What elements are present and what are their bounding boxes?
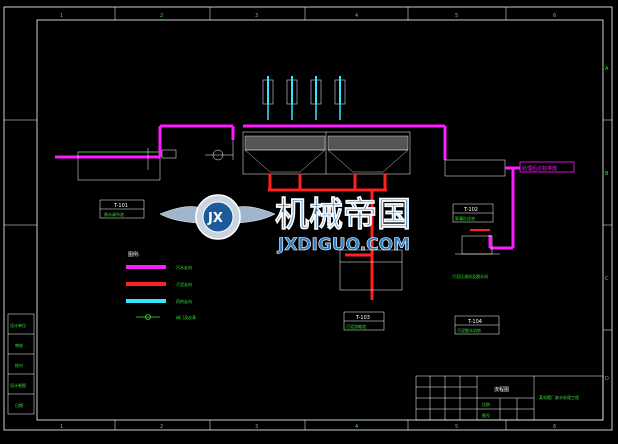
col-number-bottom-2: 2 [160,424,163,430]
dosing-tank-1 [262,76,274,120]
legend-label-sewage: 污水走向 [176,264,192,270]
svg-text:污泥浓缩池: 污泥浓缩池 [346,323,366,329]
lift-pump [205,140,234,161]
unit-label-t101: T-101 原水调节池 [99,199,145,219]
badge-text: JX [207,211,223,226]
legend: 图例: 污水走向 污泥走向 药剂走向 阀门及仪表 [126,251,196,320]
col-number-3: 3 [255,13,258,19]
inlet-section [55,124,235,181]
outlet-pipeline: 处理后达标排放 [444,159,575,250]
col-number-2: 2 [160,13,163,19]
sludge-concentration-tank [339,249,403,291]
svg-text:T-102: T-102 [463,207,478,213]
watermark-cn: 机械帝国 [275,195,411,235]
strip-label-1: 设计单位 [10,322,26,328]
row-letter-c: C [605,276,609,282]
col-number-1: 1 [60,13,63,19]
sheet-label: 图号 [482,412,490,418]
strip-label-5: 日期 [15,402,23,408]
outer-frame [3,6,613,431]
legend-title: 图例: [128,251,140,258]
legend-label-valve: 阀门及仪表 [176,314,196,320]
drawing-name: 流程图 [494,386,509,393]
legend-label-chemical: 药剂走向 [176,298,192,304]
col-number-bottom-4: 4 [355,424,358,430]
svg-text:原水调节池: 原水调节池 [104,211,124,217]
col-number-bottom-1: 1 [60,424,63,430]
col-number-bottom-5: 5 [455,424,458,430]
title-block: 流程图 某电镀厂废水处理工程 比例 图号 [415,375,604,421]
row-letter-b: B [605,171,609,177]
scale-label: 比例 [482,401,490,407]
legend-label-sludge: 污泥走向 [176,281,192,287]
sludge-pipes [268,174,387,300]
dosing-tank-2 [286,76,298,120]
svg-text:T-103: T-103 [355,315,370,321]
unit-label-t102: T-102 絮凝反应池 [452,203,494,223]
watermark-en: JXDIGUO.COM [277,235,410,255]
svg-text:T-104: T-104 [467,319,482,325]
col-number-4: 4 [355,13,358,19]
dosing-tank-4 [334,76,346,120]
svg-text:污泥脱水机房: 污泥脱水机房 [457,327,481,333]
strip-label-3: 校对 [15,362,23,368]
filter-note: 污泥压滤机及脱水间 [452,273,488,279]
col-number-bottom-3: 3 [255,424,258,430]
strip-label-2: 审核 [15,342,23,348]
strip-label-4: 设计制图 [10,382,26,388]
unit-label-t103: T-103 污泥浓缩池 [343,311,385,331]
col-number-6: 6 [553,13,556,19]
row-letter-d: D [605,376,609,382]
filter-press [455,229,500,255]
svg-text:絮凝反应池: 絮凝反应池 [455,215,475,221]
reaction-settling-tanks [242,124,447,175]
svg-text:T-101: T-101 [113,203,128,209]
left-signoff-strip: 设计单位 审核 校对 设计制图 日期 [7,313,35,415]
col-number-bottom-6: 6 [553,424,556,430]
dosing-tanks [262,76,346,120]
dosing-tank-3 [310,76,322,120]
col-number-5: 5 [455,13,458,19]
project-name: 某电镀厂废水处理工程 [539,394,579,400]
unit-label-t104: T-104 污泥脱水机房 [454,315,500,335]
watermark: JX 机械帝国 JXDIGUO.COM [159,194,411,255]
row-letter-a: A [605,66,609,72]
inner-frame [36,19,604,421]
outlet-label: 处理后达标排放 [522,165,557,172]
valve-icon [145,314,151,320]
top-zone-dividers [4,7,612,430]
